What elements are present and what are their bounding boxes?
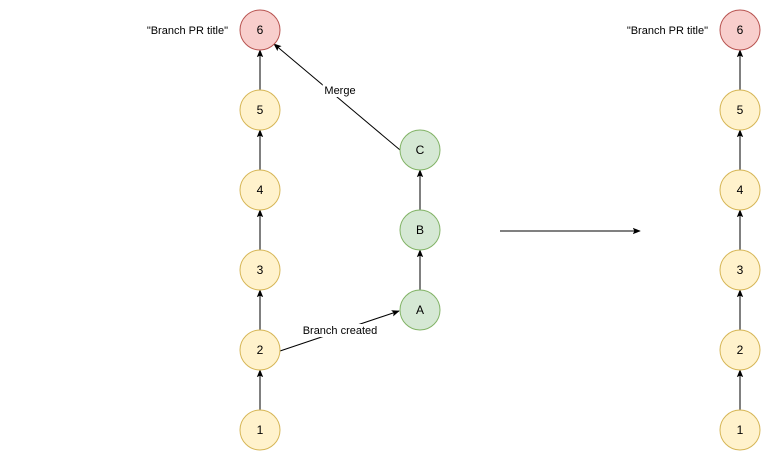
- commit-5-label: 5: [257, 103, 264, 117]
- branch-created-label: Branch created: [303, 325, 378, 337]
- squashed-commit-4-circle: [719, 169, 761, 211]
- squashed-commit-3-label: 3: [737, 263, 744, 277]
- squashed-commit-5: 5: [719, 89, 761, 131]
- commit-2: 2: [239, 329, 281, 371]
- squashed-commit-2-circle: [719, 329, 761, 371]
- commit-6-label: 6: [257, 23, 264, 37]
- squashed-commit-2-label: 2: [737, 343, 744, 357]
- commit-3-circle: [239, 249, 281, 291]
- commit-C-circle: [399, 129, 441, 171]
- commit-1: 1: [239, 409, 281, 451]
- squashed-commit-1-label: 1: [737, 423, 744, 437]
- squashed-commit-1: 1: [719, 409, 761, 451]
- commit-5: 5: [239, 89, 281, 131]
- commit-A: A: [399, 289, 441, 331]
- commit-6: 6: [239, 9, 281, 51]
- commit-5-circle: [239, 89, 281, 131]
- commit-B: B: [399, 209, 441, 251]
- squashed-commit-3: 3: [719, 249, 761, 291]
- commit-C: C: [399, 129, 441, 171]
- branch-created-label-bg: [295, 324, 385, 337]
- merge-label: Merge: [324, 85, 355, 97]
- commit-1-label: 1: [257, 423, 264, 437]
- commit-2-label: 2: [257, 343, 264, 357]
- commit-A-label: A: [416, 303, 424, 317]
- commit-A-circle: [399, 289, 441, 331]
- squashed-commit-6-label: 6: [737, 23, 744, 37]
- left-pr-title: "Branch PR title": [147, 25, 228, 37]
- commit-4-label: 4: [257, 183, 264, 197]
- commit-C-label: C: [416, 143, 425, 157]
- squashed-commit-4: 4: [719, 169, 761, 211]
- squashed-commit-5-label: 5: [737, 103, 744, 117]
- squashed-commit-3-circle: [719, 249, 761, 291]
- merge-label-bg: [322, 84, 358, 97]
- commit-B-circle: [399, 209, 441, 251]
- right-pr-title: "Branch PR title": [627, 25, 708, 37]
- commit-4: 4: [239, 169, 281, 211]
- commit-B-label: B: [416, 223, 424, 237]
- commit-1-circle: [239, 409, 281, 451]
- squashed-commit-2: 2: [719, 329, 761, 371]
- squashed-commit-1-circle: [719, 409, 761, 451]
- commit-4-circle: [239, 169, 281, 211]
- commit-6-circle: [239, 9, 281, 51]
- squashed-commit-5-circle: [719, 89, 761, 131]
- commit-3: 3: [239, 249, 281, 291]
- merge-edge: [273, 43, 407, 156]
- squashed-commit-4-label: 4: [737, 183, 744, 197]
- commit-2-circle: [239, 329, 281, 371]
- commit-3-label: 3: [257, 263, 264, 277]
- squashed-commit-6: 6: [719, 9, 761, 51]
- squashed-commit-6-circle: [719, 9, 761, 51]
